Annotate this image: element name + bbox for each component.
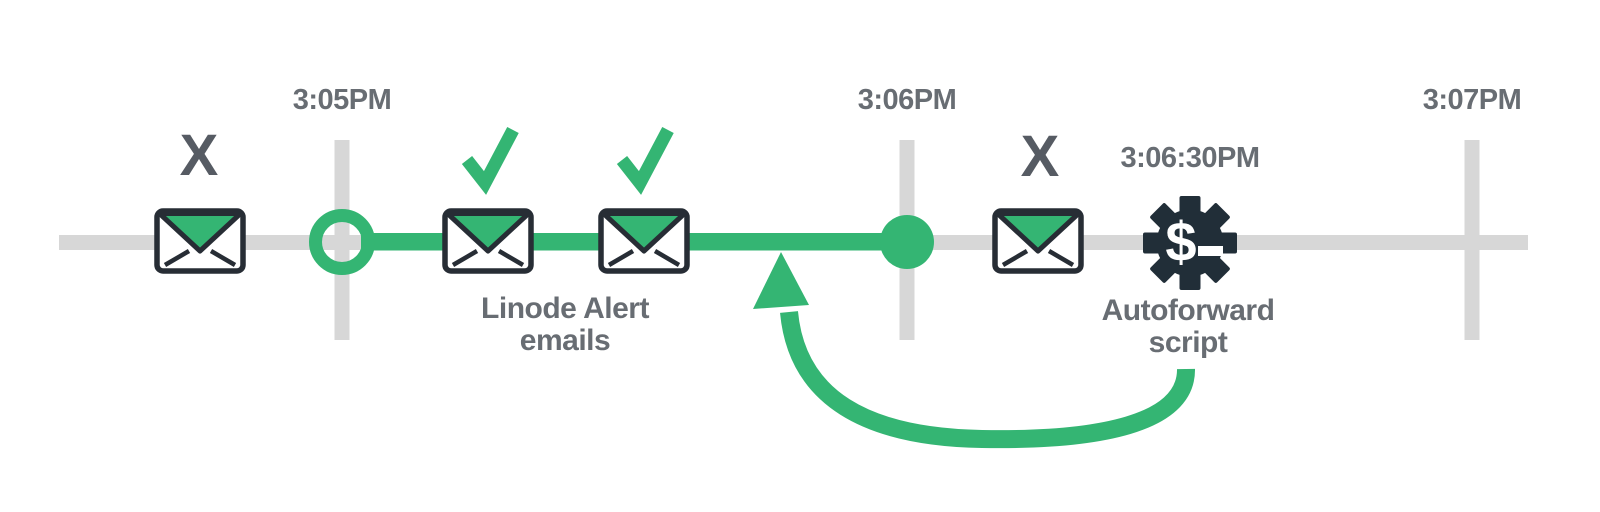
tick-label-3-06pm: 3:06PM [857, 84, 957, 116]
dash-symbol [1198, 246, 1223, 256]
tick-label-3-05pm: 3:05PM [292, 84, 392, 116]
email-icon-2 [445, 211, 531, 271]
tick-3-07pm [1464, 140, 1480, 340]
email-icon-3 [601, 211, 687, 271]
linode-alert-line1: Linode Alert [481, 292, 649, 325]
autoforward-line2: script [1148, 326, 1228, 359]
x-mark-1: X [179, 123, 219, 188]
email-icon-1 [157, 211, 243, 271]
script-time-label: 3:06:30PM [1120, 142, 1260, 174]
checkmark-icon-1 [461, 126, 519, 195]
loop-arrow [780, 311, 1196, 449]
start-ring [309, 209, 375, 275]
autoforward-label: Autoforward script [1102, 295, 1275, 359]
checkmark-icon-2 [616, 126, 674, 195]
email-icon-4 [995, 211, 1081, 271]
linode-alert-line2: emails [519, 324, 611, 357]
linode-alert-label: Linode Alert emails [481, 293, 649, 357]
end-dot [880, 215, 934, 269]
autoforward-line1: Autoforward [1101, 294, 1275, 327]
dollar-symbol: $ [1165, 210, 1196, 273]
loop-arrowhead [753, 252, 809, 309]
gear-icon: $ [1143, 196, 1237, 290]
tick-3-05pm [334, 140, 350, 340]
tick-label-3-07pm: 3:07PM [1422, 84, 1522, 116]
x-mark-2: X [1020, 124, 1060, 189]
